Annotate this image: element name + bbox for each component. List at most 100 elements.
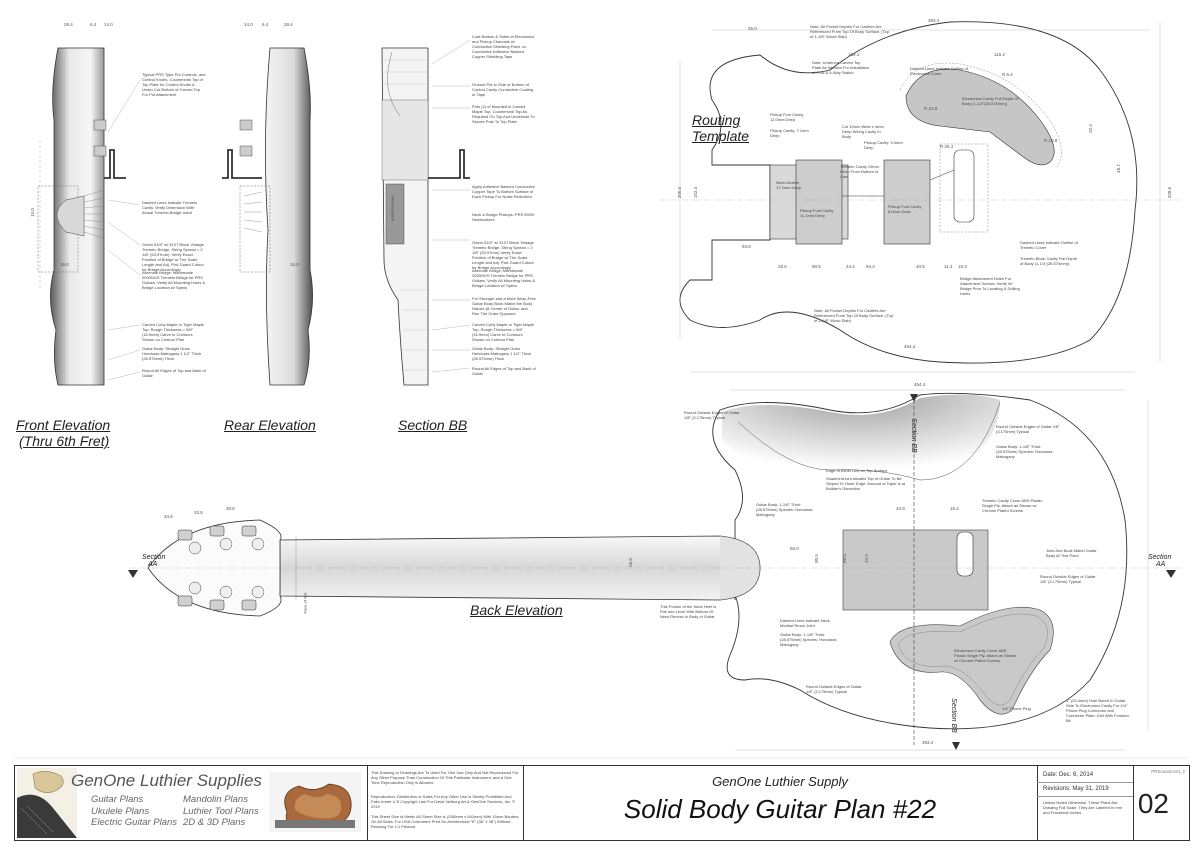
dim-route-3: 169.1	[848, 52, 860, 57]
units-note: Unless Noted Otherwise, These Plans Are …	[1043, 800, 1123, 815]
brand-item-electric-guitar-plans: Electric Guitar Plans	[91, 817, 178, 828]
sheet-cell: PRScustom24_2 02	[1133, 766, 1189, 840]
dim-route-11: 200.5	[677, 186, 683, 199]
dim-route-16: 90.5	[812, 264, 821, 269]
plan-date: Date: Dec. 6, 2014	[1043, 772, 1094, 778]
dim-route-7: R 10.8	[1044, 138, 1058, 143]
back-note-body-bottom: Guitar Body: 1-1/8" Thick (28.575mm) Spe…	[780, 632, 837, 647]
back-note-elec-cover: Electronics Cavity Cover ABS Plastic Sin…	[954, 648, 1017, 663]
section-bb-marker-top: Section BB	[909, 418, 917, 453]
routing-note-electronics: Electronics Cavity Full Depth Of Body (1…	[962, 96, 1019, 106]
brand-item-guitar-plans: Guitar Plans	[91, 794, 144, 805]
brand-plan-list-2: Mandolin Plans Luthier Tool Plans 2D & 3…	[183, 794, 259, 829]
section-note-copper-tape: Apply Adhesive Backed Conductive Copper …	[472, 184, 535, 199]
routing-note-outline: Dashed Lines Indicate Outline of Electro…	[910, 66, 968, 76]
routing-note-neck-mortise: Neck Mortise 17.4mm Deep	[776, 180, 802, 190]
dim-route-6: R 10.8	[924, 106, 938, 111]
dim-rear-side: 16.0	[290, 262, 299, 267]
dim-back-10: 80.5	[813, 554, 819, 563]
routing-template-drawing	[660, 21, 1180, 373]
routing-template-title-2: Template	[692, 128, 750, 144]
routing-note-top: Note: All Pocket Depths For Cavities Are…	[810, 24, 890, 39]
section-note-ground: Ground Pot to Side or Bottom of Control …	[472, 82, 534, 97]
back-note-round-left: Round Outside Edges of Guitar 1/8" (3.17…	[684, 410, 740, 420]
routing-note-cut: Cut 10mm Wide x 4mm Deep Wiring Cavity I…	[842, 124, 884, 139]
section-note-gotoh: Gotoh 510T w/ 510T Block Vintage Tremelo…	[472, 240, 534, 270]
dim-route-14: 93.8	[742, 244, 751, 249]
dim-route-9: 32.4	[1087, 124, 1093, 133]
dim-route-12: 328.6	[1167, 186, 1173, 199]
dim-route-2: 35.0	[748, 26, 757, 31]
dim-front-height: 15.0	[29, 208, 35, 217]
brand-item-mandolin-plans: Mandolin Plans	[183, 794, 248, 805]
section-note-book-match: For Stronger and a More Warp-Free Guitar…	[472, 296, 536, 316]
front-note-alt-bridge: Alternate Bridge: Mammoate 2000NOS Treme…	[142, 270, 206, 290]
section-aa-right-label: Section AA	[1148, 554, 1171, 568]
back-note-body-left: Guitar Body: 1-1/8" Thick (28.575mm) Spe…	[756, 502, 813, 517]
brand-item-2d-3d-plans: 2D & 3D Plans	[183, 817, 246, 828]
disclaimer-cell: This Drawing or Drawings Are To Used For…	[367, 766, 524, 840]
dim-route-13: 152.4	[693, 186, 699, 199]
front-note-tremelo-cavity: Dashed Lines Indicate Tremelo Cavity. Ve…	[142, 200, 198, 215]
brand-guitar-body-image	[269, 772, 361, 832]
front-note-carved-top: Carved Curly Maple or Tiger Maple Top, R…	[142, 322, 205, 342]
dim-front-side: 16.0	[60, 262, 69, 267]
back-elevation-drawing	[128, 389, 1185, 751]
back-note-trem-cover: Tremelo Cavity Cover ABS Plastic Single …	[982, 498, 1043, 513]
section-note-shielding: Coat Bottom & Sides of Electronics and P…	[472, 34, 535, 59]
dim-route-5: R 6.4	[1002, 72, 1013, 77]
routing-note-bridge-holes: Bridge Attachment Holes For Attachment S…	[960, 276, 1020, 296]
back-note-shaded: Shaded Area Indicates Top of Guitar To B…	[826, 476, 906, 491]
routing-note-pickup-center: Pickup Cavity: 9.0mm Deep	[864, 140, 903, 150]
routing-note-bottom: Note: All Pocket Depths For Cavities Are…	[814, 308, 894, 323]
dim-route-18: 94.2	[866, 264, 875, 269]
plan-revisions: Revisions: May 31, 2019	[1043, 786, 1109, 792]
dim-back-11: 393.4	[922, 740, 934, 745]
company-name: GenOne Luthier Supply	[712, 774, 848, 789]
front-note-gotoh-bridge: Gotoh 510T w/ 510T Block Vintage Tremelo…	[142, 242, 204, 272]
section-bb-marker-bottom: Section BB	[949, 698, 957, 733]
section-aa-left-label: Section AA	[142, 554, 165, 568]
title-cell: GenOne Luthier Supply Solid Body Guitar …	[523, 766, 1038, 840]
back-note-hole-bored: 1" (25.4mm) Hole Bored In Guitar Side To…	[1066, 698, 1129, 723]
dim-route-8: R 25.4	[940, 144, 954, 149]
routing-note-dashed-trem: Dashed Lines Indicate Outline of Tremelo…	[1020, 240, 1078, 250]
back-note-round-mid: Round Outside Edges of Guitar 1/8" (3.17…	[1040, 574, 1096, 584]
back-elevation-label: Back Elevation	[470, 602, 563, 618]
disclaimer-3: This Sheet Size Is Metric A0 Sheet Size …	[371, 814, 519, 829]
dim-front-c: 14.0	[104, 22, 113, 27]
dim-route-19: 40.5	[916, 264, 925, 269]
dim-back-5: 34.9	[896, 506, 905, 511]
back-note-bevel: Edge of Bevel Line on Top Surface	[826, 468, 888, 473]
info-cell: Date: Dec. 6, 2014 Revisions: May 31, 20…	[1037, 766, 1134, 840]
dim-back-4: 30.5	[226, 506, 235, 511]
section-note-pickups: Neck & Bridge Pickups: PRS 59/09 Humbuck…	[472, 212, 535, 222]
front-note-pots: Typical PRS Type Pot Controls, and Contr…	[142, 72, 206, 97]
section-bb-label: Section BB	[398, 417, 468, 433]
routing-note-tremelo-cavity: Tremelo Cavity 19mm Deep From Bottom of …	[840, 164, 879, 179]
routing-note-pickup-foot-top: Pickup Foot Cavity 12.0mm Deep	[770, 112, 804, 122]
dim-route-22: 454.2	[904, 344, 916, 349]
routing-note-pickup-left: Pickup Cavity: 7.1mm Deep	[770, 128, 809, 138]
disclaimer-1: This Drawing or Drawings Are To Used For…	[371, 770, 519, 785]
section-note-alt-bridge: Alternate Bridge: Mammoate 2000NOS Treme…	[472, 268, 536, 288]
dim-back-7: 34.9	[863, 554, 869, 563]
brand-name: GenOne Luthier Supplies	[71, 771, 262, 790]
brand-plan-list-1: Guitar Plans Ukulele Plans Electric Guit…	[91, 794, 177, 829]
front-elevation-drawing	[37, 47, 126, 386]
dim-back-1: 454.4	[914, 382, 926, 387]
dim-rear-b: 6.4	[262, 22, 269, 27]
front-note-round-edges: Round All Edges of Top and Back of Guita…	[142, 368, 206, 378]
section-aa-right-line2: AA	[1156, 561, 1166, 568]
dim-route-21: 19.3	[958, 264, 967, 269]
dim-rear-c: 14.0	[244, 22, 253, 27]
title-block: GenOne Luthier Supplies Guitar Plans Uku…	[14, 765, 1190, 841]
back-note-dashed-neck: Dashed Lines Indicate Neck Mortise/Tenon…	[780, 618, 830, 628]
plan-title: Solid Body Guitar Plan #22	[623, 794, 937, 824]
dim-back-3: 33.5	[194, 510, 203, 515]
front-elevation-title: Front Elevation	[16, 417, 111, 433]
sheet-number: 02	[1137, 788, 1169, 819]
rear-elevation-label: Rear Elevation	[224, 417, 316, 433]
